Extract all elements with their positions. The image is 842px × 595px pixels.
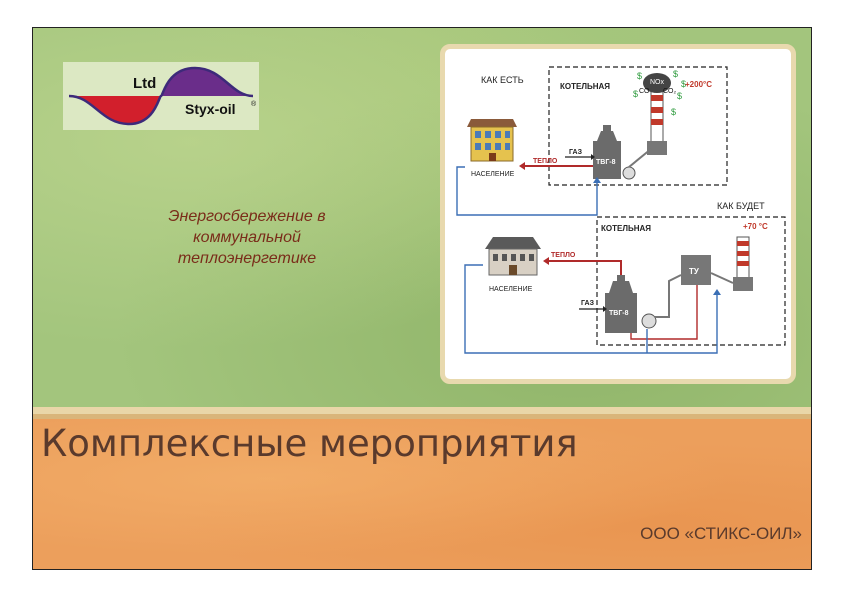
population-before-label: НАСЕЛЕНИЕ bbox=[471, 171, 515, 178]
divider-light bbox=[33, 407, 811, 414]
process-diagram-svg: КАК ЕСТЬ КОТЕЛЬНАЯ NOx CO CO₂ $ $ $ $ $ bbox=[456, 66, 786, 354]
chimney-before-icon bbox=[643, 73, 671, 155]
boiler-unit-before-icon bbox=[593, 125, 636, 180]
heat-after-label: ТЕПЛО bbox=[551, 252, 576, 259]
house-before-icon bbox=[467, 119, 517, 162]
money-symbol: $ bbox=[633, 89, 638, 99]
return-flow-before bbox=[456, 166, 598, 216]
gas-before-arrowhead bbox=[591, 154, 595, 160]
heat-before-arrowhead bbox=[519, 162, 525, 170]
money-symbol: $ bbox=[637, 71, 642, 81]
logo-registered-mark: ® bbox=[251, 100, 257, 108]
exchanger-label: ТУ bbox=[689, 267, 700, 276]
money-symbol: $ bbox=[677, 91, 682, 101]
boiler-unit-after-icon bbox=[605, 275, 657, 333]
boiler-unit-after-label: ТВГ-8 bbox=[609, 310, 629, 317]
subtitle-line-3: теплоэнергетике bbox=[177, 250, 317, 267]
gas-after-arrowhead bbox=[603, 306, 607, 312]
temperature-after: +70 °C bbox=[743, 222, 768, 231]
boiler-room-before-label: КОТЕЛЬНАЯ bbox=[560, 82, 610, 91]
temperature-before: +200°C bbox=[685, 80, 712, 89]
slide: Ltd Styx-oil ® Энергосбережение в коммун… bbox=[32, 27, 812, 570]
emission-co: CO bbox=[639, 88, 650, 95]
gas-after-label: ГАЗ bbox=[581, 300, 595, 307]
boiler-room-after-label: КОТЕЛЬНАЯ bbox=[601, 224, 651, 233]
flue-pipe-after bbox=[655, 274, 682, 318]
boiler-unit-before-label: ТВГ-8 bbox=[596, 159, 616, 166]
flue-pipe-before bbox=[628, 148, 652, 168]
boiler-room-after-box bbox=[596, 216, 786, 346]
exchanger-icon bbox=[681, 255, 711, 285]
main-title: Комплексные мероприятия bbox=[41, 422, 578, 465]
after-label: КАК БУДЕТ bbox=[717, 201, 765, 211]
emission-co2: CO₂ bbox=[663, 88, 677, 95]
subtitle: Энергосбережение в коммунальной теплоэне… bbox=[129, 206, 365, 269]
subtitle-line-2: коммунальной bbox=[193, 229, 301, 246]
logo-brand-text: Styx-oil bbox=[185, 101, 236, 117]
population-after-label: НАСЕЛЕНИЕ bbox=[489, 286, 533, 293]
return-flow-before-arrowhead bbox=[593, 177, 601, 183]
return-flow-after-arrowhead bbox=[713, 289, 721, 295]
divider-dark bbox=[33, 414, 811, 419]
money-symbol: $ bbox=[671, 107, 676, 117]
heat-before-label: ТЕПЛО bbox=[533, 158, 558, 165]
boiler-room-before-box bbox=[548, 66, 728, 186]
house-after-icon bbox=[485, 237, 541, 276]
heat-after-arrow bbox=[549, 260, 622, 275]
logo-wave-icon: Ltd Styx-oil ® bbox=[68, 66, 257, 126]
emission-nox: NOx bbox=[650, 79, 665, 86]
heat-recovery-line bbox=[630, 285, 698, 340]
heat-after-arrowhead bbox=[543, 257, 549, 265]
exchanger-to-chimney bbox=[710, 272, 734, 284]
logo-top-text: Ltd bbox=[133, 75, 156, 92]
money-symbol: $ bbox=[673, 69, 678, 79]
before-label: КАК ЕСТЬ bbox=[481, 75, 524, 85]
return-flow-after bbox=[464, 264, 718, 354]
money-symbol: $ bbox=[681, 79, 686, 89]
chimney-after-icon bbox=[733, 236, 753, 291]
money-symbols: $ $ $ $ $ $ bbox=[633, 69, 686, 117]
subtitle-line-1: Энергосбережение в bbox=[168, 208, 326, 225]
orange-background bbox=[33, 419, 811, 569]
gas-before-label: ГАЗ bbox=[569, 149, 583, 156]
company-name: ООО «СТИКС-ОИЛ» bbox=[640, 524, 802, 543]
process-diagram: КАК ЕСТЬ КОТЕЛЬНАЯ NOx CO CO₂ $ $ $ $ $ bbox=[440, 44, 796, 384]
company-logo: Ltd Styx-oil ® bbox=[63, 62, 259, 130]
